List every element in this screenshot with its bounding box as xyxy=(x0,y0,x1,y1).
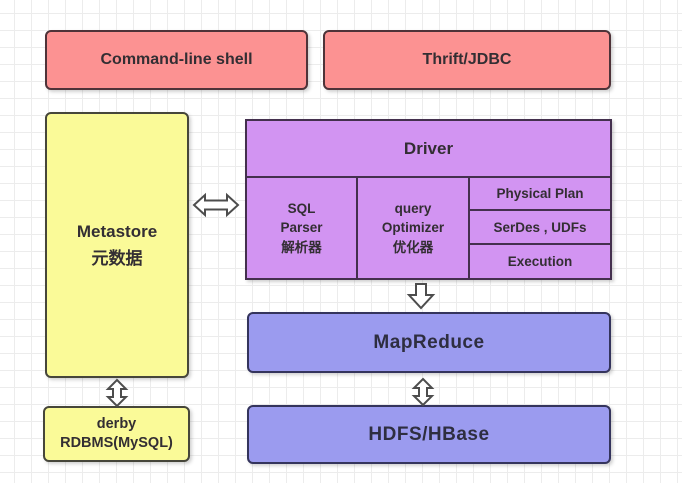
node-serdes-udfs: SerDes , UDFs xyxy=(470,211,610,245)
node-metastore: Metastore 元数据 xyxy=(45,112,189,378)
driver-title-label: Driver xyxy=(403,138,454,158)
serdes-udfs-label: SerDes , UDFs xyxy=(493,219,587,235)
query-optimizer-line3: 优化器 xyxy=(392,239,434,255)
node-sql-parser: SQL Parser 解析器 xyxy=(247,178,358,278)
node-driver: Driver SQL Parser 解析器 query Optimizer 优化… xyxy=(245,119,612,280)
sql-parser-line1: SQL xyxy=(287,200,316,216)
node-mapreduce: MapReduce xyxy=(247,312,611,373)
sql-parser-line3: 解析器 xyxy=(281,239,322,255)
driver-body: SQL Parser 解析器 query Optimizer 优化器 Physi… xyxy=(247,178,610,278)
metastore-driver-double-arrow-icon xyxy=(192,192,240,218)
query-optimizer-line2: Optimizer xyxy=(381,220,445,236)
command-line-shell-label: Command-line shell xyxy=(100,51,253,68)
metastore-derby-double-arrow-icon xyxy=(105,378,129,408)
node-command-line-shell: Command-line shell xyxy=(45,30,308,90)
node-thrift-jdbc: Thrift/JDBC xyxy=(323,30,611,90)
sql-parser-line2: Parser xyxy=(280,220,323,236)
mapreduce-hdfs-double-arrow-icon xyxy=(411,377,435,407)
driver-title: Driver xyxy=(247,121,610,178)
node-physical-plan: Physical Plan xyxy=(470,178,610,211)
node-hdfs-hbase: HDFS/HBase xyxy=(247,405,611,464)
metastore-label-zh: 元数据 xyxy=(91,249,143,268)
derby-label-line1: derby xyxy=(96,416,137,433)
query-optimizer-line1: query xyxy=(394,200,432,216)
node-derby-rdbms: derby RDBMS(MySQL) xyxy=(43,406,190,462)
derby-label-line2: RDBMS(MySQL) xyxy=(60,435,173,451)
execution-label: Execution xyxy=(507,254,573,269)
driver-mapreduce-down-arrow-icon xyxy=(406,282,436,310)
mapreduce-label: MapReduce xyxy=(373,331,485,353)
driver-right-column: Physical Plan SerDes , UDFs Execution xyxy=(470,178,610,278)
node-query-optimizer: query Optimizer 优化器 xyxy=(358,178,470,278)
metastore-label-en: Metastore xyxy=(76,221,158,241)
hdfs-hbase-label: HDFS/HBase xyxy=(368,423,490,445)
thrift-jdbc-label: Thrift/JDBC xyxy=(422,51,512,68)
physical-plan-label: Physical Plan xyxy=(496,186,584,201)
node-execution: Execution xyxy=(470,245,610,278)
